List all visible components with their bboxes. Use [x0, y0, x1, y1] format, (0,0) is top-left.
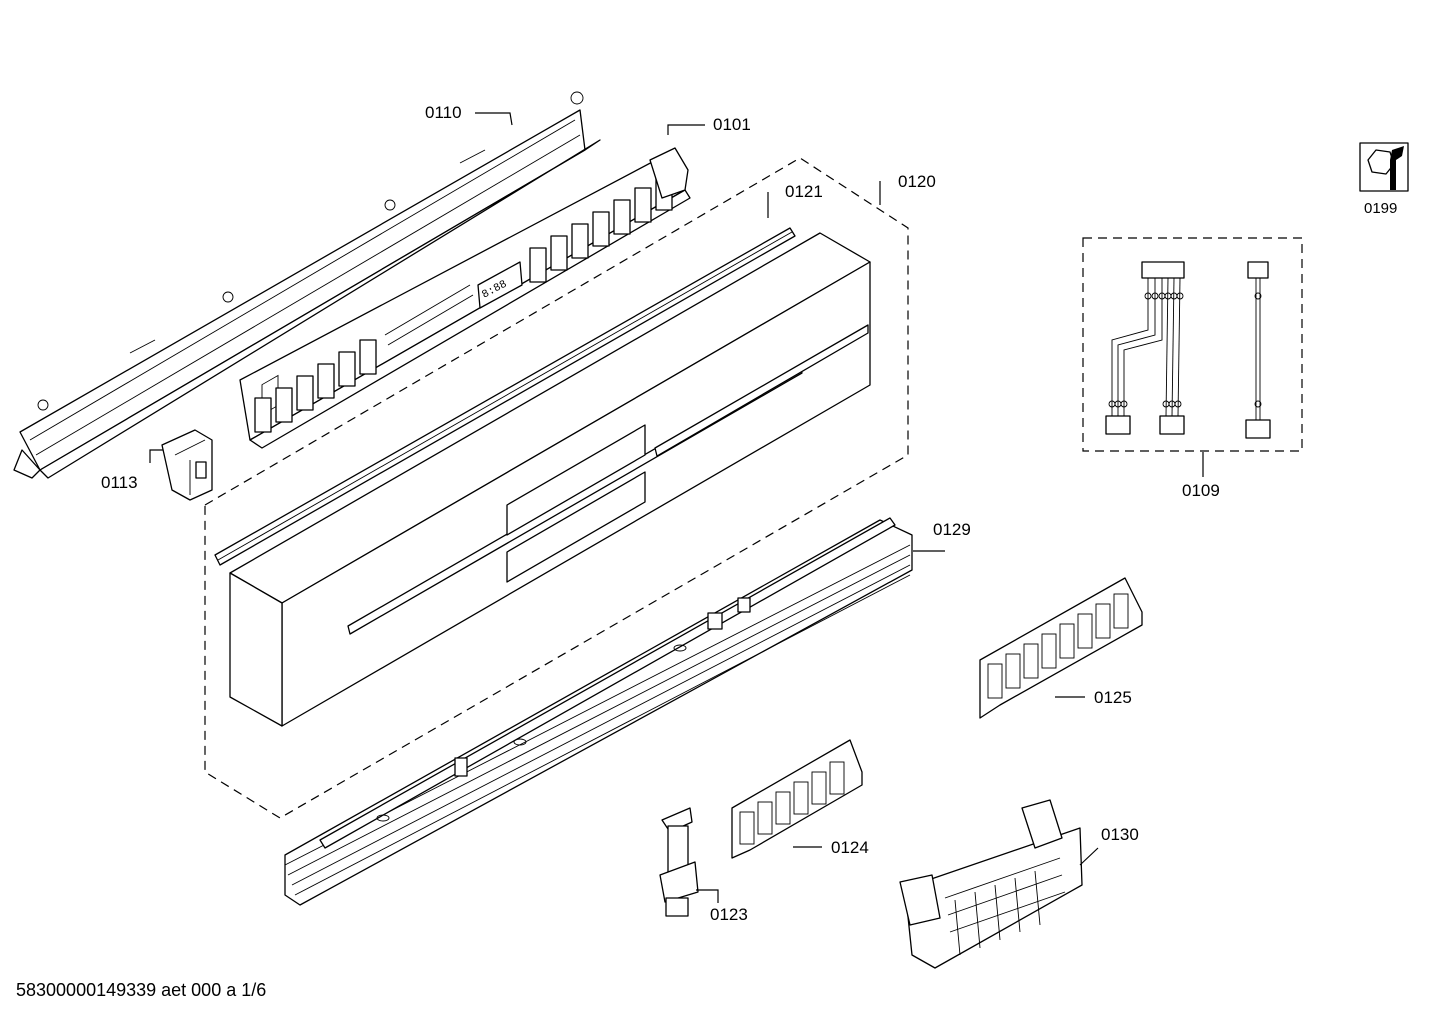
switch-cells-left [254, 339, 377, 433]
label-0109: 0109 [1182, 481, 1220, 500]
switch-holder-0130 [899, 799, 1083, 969]
control-board-0101: 8:88 [239, 147, 691, 449]
display-icon [477, 261, 523, 309]
rail-0110 [13, 91, 601, 479]
wrench-nut-icon [1359, 142, 1409, 192]
part-labels: 0110 0101 0120 0121 0113 0129 0125 0124 … [101, 103, 1397, 924]
drawing-number: 58300000149339 aet 000 a 1/6 [16, 980, 267, 1000]
wiring-harness-0109 [1082, 237, 1303, 452]
label-0121: 0121 [785, 182, 823, 201]
label-0101: 0101 [713, 115, 751, 134]
label-0124: 0124 [831, 838, 869, 857]
label-0130: 0130 [1101, 825, 1139, 844]
switch-frame-0125 [979, 577, 1143, 719]
clip-0113 [161, 429, 213, 501]
plunger-0123 [659, 807, 699, 917]
control-panel-fascia [229, 232, 871, 727]
label-0129: 0129 [933, 520, 971, 539]
label-0120: 0120 [898, 172, 936, 191]
leader-lines [149, 112, 1204, 903]
label-0199: 0199 [1364, 200, 1397, 217]
lower-bar-0129 [284, 517, 913, 906]
label-0110: 0110 [425, 103, 462, 122]
label-0123: 0123 [710, 905, 748, 924]
trim-strip-0121 [214, 227, 796, 566]
switch-frame-0124 [731, 739, 863, 859]
label-0113: 0113 [101, 473, 138, 492]
label-0125: 0125 [1094, 688, 1132, 707]
